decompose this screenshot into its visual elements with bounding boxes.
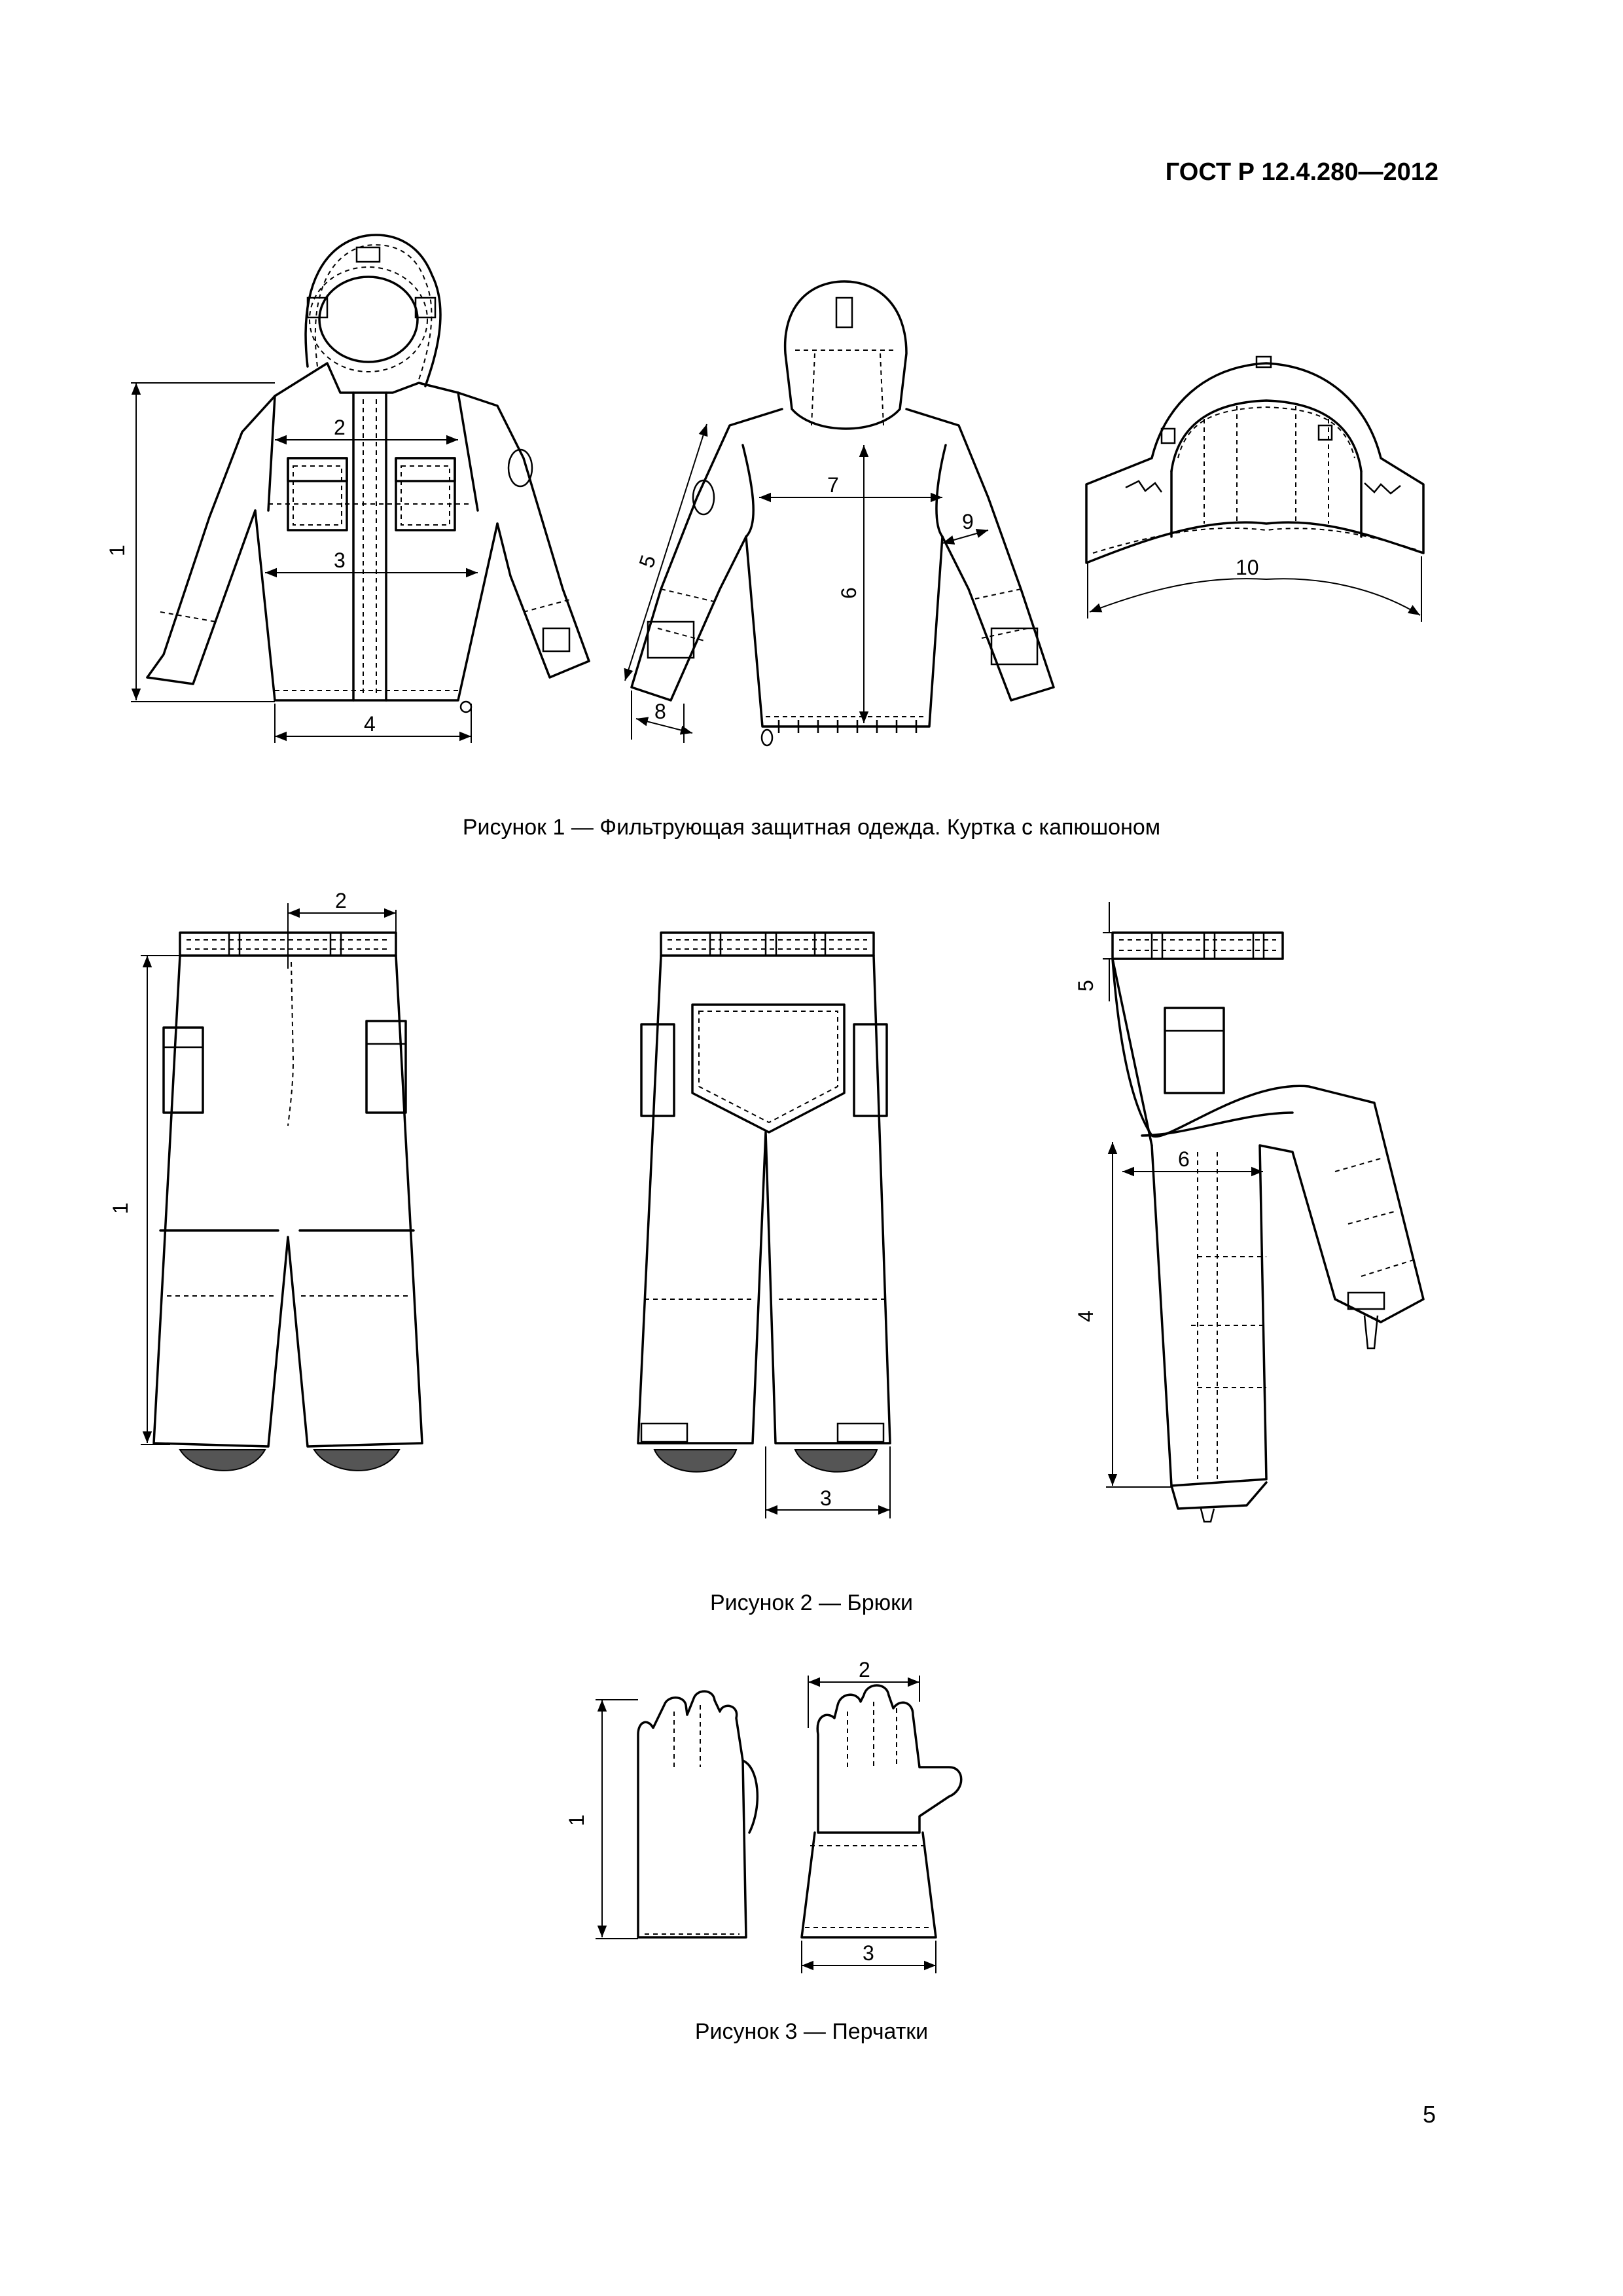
trousers-side-dimensions: 5 6 4 xyxy=(1074,902,1263,1488)
trousers-dim-6: 6 xyxy=(1178,1147,1190,1171)
glove-dim-2: 2 xyxy=(859,1658,870,1681)
hood-dimensions: 10 xyxy=(1087,556,1422,622)
trousers-side-view xyxy=(1111,931,1425,1523)
glove-side-dimensions: 1 xyxy=(565,1699,638,1939)
document-header: ГОСТ Р 12.4.280—2012 xyxy=(1165,158,1438,186)
glove-dim-3: 3 xyxy=(863,1941,874,1965)
trousers-dim-1: 1 xyxy=(109,1202,132,1214)
glove-side-view xyxy=(637,1690,759,1939)
figure-2-caption: Рисунок 2 — Брюки xyxy=(709,1590,914,1615)
trousers-front-dimensions: 1 2 xyxy=(109,889,397,1445)
trousers-back-view xyxy=(637,931,891,1473)
trousers-front-view xyxy=(152,931,423,1471)
glove-dim-1: 1 xyxy=(565,1814,588,1826)
jacket-front-view xyxy=(146,234,590,713)
trousers-dim-2: 2 xyxy=(335,889,347,912)
jacket-dim-10: 10 xyxy=(1236,556,1259,579)
trousers-dim-3: 3 xyxy=(820,1486,832,1510)
jacket-dim-4: 4 xyxy=(364,712,376,736)
glove-front-view xyxy=(800,1684,963,1939)
trousers-back-dimensions: 3 xyxy=(765,1446,891,1518)
page-number: 5 xyxy=(1422,2101,1436,2128)
jacket-back-dimensions: 5 6 7 8 9 xyxy=(624,423,989,743)
figure-3-caption: Рисунок 3 — Перчатки xyxy=(694,2019,929,2044)
jacket-dim-6: 6 xyxy=(837,587,861,599)
jacket-dim-2: 2 xyxy=(334,416,346,439)
hood-detail-view xyxy=(1085,355,1425,564)
trousers-dim-5: 5 xyxy=(1074,980,1097,992)
figure-1-caption: Рисунок 1 — Фильтрующая защитная одежда.… xyxy=(462,815,1161,840)
glove-front-dimensions: 2 3 xyxy=(801,1658,936,1973)
jacket-dim-8: 8 xyxy=(654,700,666,723)
jacket-back-view xyxy=(630,280,1055,747)
jacket-dim-9: 9 xyxy=(962,510,974,533)
jacket-dim-7: 7 xyxy=(827,473,839,497)
jacket-dim-1: 1 xyxy=(105,545,129,556)
jacket-front-dimensions: 1 2 3 4 xyxy=(105,382,478,743)
jacket-dim-3: 3 xyxy=(334,548,346,572)
jacket-dim-5: 5 xyxy=(634,552,660,571)
trousers-dim-4: 4 xyxy=(1074,1310,1097,1322)
